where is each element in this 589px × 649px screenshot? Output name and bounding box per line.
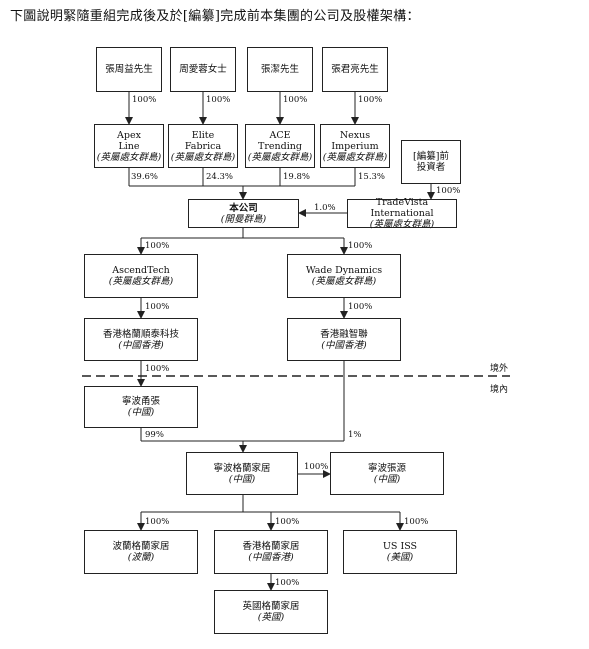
sub-pct: 100% — [145, 517, 170, 527]
sub-jurisdiction: (波蘭) — [127, 552, 155, 563]
holdco-name-line2: Trending — [258, 140, 302, 152]
shareholder-pct: 100% — [132, 95, 157, 105]
shareholder-pct: 100% — [283, 95, 308, 105]
wade-pct-in: 100% — [348, 241, 373, 251]
sub-name: 香港格蘭家居 — [242, 541, 300, 552]
holdco-jurisdiction: (英屬處女群島) — [96, 151, 162, 163]
hk-rongzhi-box: 香港融智聯 (中國香港) — [287, 318, 401, 361]
hk-rongzhi-name: 香港融智聯 — [320, 328, 368, 340]
hk-shuntai-name: 香港格蘭順泰科技 — [102, 328, 179, 340]
wade-jurisdiction: (英屬處女群島) — [311, 276, 377, 287]
company-jurisdiction: (開曼群島) — [220, 213, 267, 225]
wade-box: Wade Dynamics (英屬處女群島) — [287, 254, 401, 298]
uk-pct: 100% — [275, 578, 300, 588]
holdco-name-line2: Line — [118, 140, 140, 152]
onshore-label: 境內 — [490, 385, 509, 395]
hk-rongzhi-jurisdiction: (中國香港) — [321, 339, 367, 351]
wade-pct-out: 100% — [348, 302, 373, 312]
shareholder-box-4: 張君亮先生 — [322, 47, 388, 92]
ningbo-yongzhang-pct: 99% — [145, 430, 164, 440]
shareholder-box-1: 張周益先生 — [96, 47, 162, 92]
ningbo-zhangyuan-name: 寧波張源 — [367, 462, 406, 474]
ascendtech-name: AscendTech — [112, 265, 170, 276]
holdco-pct: 39.6% — [131, 172, 159, 182]
investors-box: [編纂]前 投資者 — [401, 140, 461, 184]
ningbo-home-jurisdiction: (中國) — [228, 473, 256, 485]
zhangyuan-pct: 100% — [304, 462, 329, 472]
shareholder-name: 張潔先生 — [260, 64, 299, 75]
shareholder-name: 張周益先生 — [105, 64, 153, 75]
ningbo-home-name: 寧波格蘭家居 — [213, 462, 271, 474]
ningbo-yongzhang-jurisdiction: (中國) — [127, 407, 155, 418]
holdco-name-line1: Apex — [117, 129, 141, 141]
holdco-pct: 15.3% — [358, 172, 386, 182]
ascendtech-box: AscendTech (英屬處女群島) — [84, 254, 198, 298]
holdco-jurisdiction: (英屬處女群島) — [170, 151, 236, 163]
uk-jurisdiction: (英國) — [257, 612, 285, 623]
rongzhi-to-ningbo-pct: 1% — [348, 430, 362, 440]
sub-jurisdiction: (美國) — [386, 552, 414, 563]
sub-pct: 100% — [275, 517, 300, 527]
ascendtech-pct-out: 100% — [145, 302, 170, 312]
shareholder-pct: 100% — [206, 95, 231, 105]
ningbo-home-box: 寧波格蘭家居 (中國) — [186, 452, 298, 495]
holdco-box-elite: Elite Fabrica (英屬處女群島) — [168, 124, 238, 168]
company-box: 本公司 (開曼群島) — [188, 199, 299, 228]
hk-shuntai-jurisdiction: (中國香港) — [118, 339, 164, 351]
tradevista-pct: 1.0% — [314, 203, 336, 213]
holdco-pct: 19.8% — [283, 172, 311, 182]
holdco-name-line1: Elite — [191, 129, 215, 141]
shareholder-name: 周愛蓉女士 — [179, 64, 227, 75]
holdco-name-line1: Nexus — [339, 129, 371, 141]
sub-name: US ISS — [382, 541, 418, 552]
ningbo-zhangyuan-box: 寧波張源 (中國) — [330, 452, 444, 495]
uk-name: 英國格蘭家居 — [242, 601, 300, 612]
page-caption: 下圖說明緊隨重組完成後及於[編纂]完成前本集團的公司及股權架構： — [10, 9, 420, 24]
tradevista-name: TradeVista International — [370, 197, 434, 219]
sub-name: 波蘭格蘭家居 — [112, 541, 170, 552]
uk-box: 英國格蘭家居 (英國) — [214, 590, 328, 634]
holdco-name-line2: Imperium — [331, 140, 379, 152]
investors-line1: [編纂]前 — [413, 151, 449, 162]
holdco-pct: 24.3% — [206, 172, 234, 182]
ascendtech-pct-in: 100% — [145, 241, 170, 251]
wade-name: Wade Dynamics — [305, 265, 383, 276]
holdco-jurisdiction: (英屬處女群島) — [247, 151, 313, 163]
ningbo-yongzhang-box: 寧波甬張 (中國) — [84, 386, 198, 428]
ascendtech-jurisdiction: (英屬處女群島) — [108, 276, 174, 287]
sub-box-poland: 波蘭格蘭家居 (波蘭) — [84, 530, 198, 574]
shareholder-box-3: 張潔先生 — [247, 47, 313, 92]
sub-pct: 100% — [404, 517, 429, 527]
shareholder-box-2: 周愛蓉女士 — [170, 47, 236, 92]
holdco-box-nexus: Nexus Imperium (英屬處女群島) — [320, 124, 390, 168]
holdco-name-line2: Fabrica — [184, 140, 222, 152]
holdco-box-ace: ACE Trending (英屬處女群島) — [245, 124, 315, 168]
sub-jurisdiction: (中國香港) — [248, 552, 294, 563]
tradevista-box: TradeVista International (英屬處女群島) — [347, 197, 457, 230]
holdco-box-apex: Apex Line (英屬處女群島) — [94, 124, 164, 168]
tradevista-jurisdiction: (英屬處女群島) — [369, 219, 435, 230]
investors-line2: 投資者 — [416, 162, 446, 173]
holdco-name-line1: ACE — [269, 129, 291, 141]
hk-shuntai-pct: 100% — [145, 364, 170, 374]
hk-shuntai-box: 香港格蘭順泰科技 (中國香港) — [84, 318, 198, 361]
shareholder-pct: 100% — [358, 95, 383, 105]
sub-box-us-iss: US ISS (美國) — [343, 530, 457, 574]
shareholder-name: 張君亮先生 — [331, 64, 379, 75]
ningbo-zhangyuan-jurisdiction: (中國) — [373, 473, 401, 485]
offshore-label: 境外 — [490, 364, 509, 374]
ningbo-yongzhang-name: 寧波甬張 — [121, 396, 160, 407]
holdco-jurisdiction: (英屬處女群島) — [322, 151, 388, 163]
sub-box-hk-home: 香港格蘭家居 (中國香港) — [214, 530, 328, 574]
investors-pct: 100% — [436, 186, 461, 196]
company-name: 本公司 — [229, 202, 258, 214]
